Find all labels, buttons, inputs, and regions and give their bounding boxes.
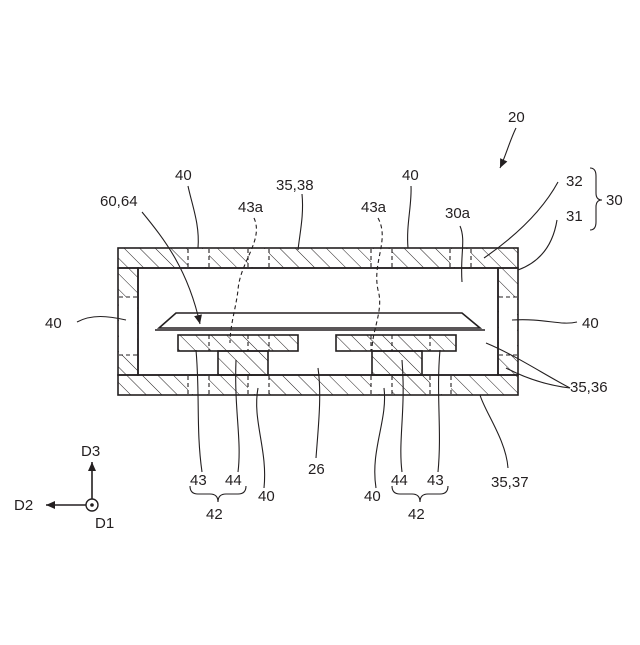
label-ref-26: 26: [308, 461, 325, 478]
label-ref-40-bottom-left: 40: [258, 488, 275, 505]
label-ref-43a-right: 43a: [361, 199, 387, 216]
label-ref-40-right: 40: [582, 315, 599, 332]
opening-bottom-right: [430, 376, 451, 394]
label-ref-40-bottom-right: 40: [364, 488, 381, 505]
label-axis-d1: D1: [95, 515, 114, 532]
label-ref-43-left: 43: [190, 472, 207, 489]
coordinate-axes: [46, 462, 98, 511]
right-pad: [336, 335, 456, 351]
label-ref-40-top-left: 40: [175, 167, 192, 184]
label-ref-40-top-right: 40: [402, 167, 419, 184]
label-ref-43a-left: 43a: [238, 199, 264, 216]
label-ref-40-left: 40: [45, 315, 62, 332]
label-ref-35-38: 35,38: [276, 177, 314, 194]
opening-top-mid-right: [371, 249, 392, 267]
label-ref-31: 31: [566, 208, 583, 225]
label-ref-30a: 30a: [445, 205, 471, 222]
label-ref-42-left: 42: [206, 506, 223, 523]
internal-components: [155, 313, 485, 375]
label-ref-43-right: 43: [427, 472, 444, 489]
right-post: [372, 351, 422, 375]
label-ref-44-left: 44: [225, 472, 242, 489]
left-post: [218, 351, 268, 375]
label-ref-20: 20: [508, 109, 525, 126]
openings: [119, 249, 517, 394]
label-ref-44-right: 44: [391, 472, 408, 489]
left-pad: [178, 335, 298, 351]
label-ref-42-right: 42: [408, 506, 425, 523]
opening-right: [499, 297, 517, 355]
label-ref-35-36: 35,36: [570, 379, 608, 396]
label-ref-35-37: 35,37: [491, 474, 529, 491]
opening-bottom-left: [188, 376, 209, 394]
bottom-wall: [118, 375, 518, 395]
opening-bottom-mid-right: [371, 376, 392, 394]
housing-interior: [138, 268, 498, 375]
plate: [159, 313, 480, 328]
leader-lines: [77, 128, 602, 502]
opening-top-left: [188, 249, 209, 267]
opening-bottom-mid-left: [248, 376, 269, 394]
opening-top-mid-left: [248, 249, 269, 267]
label-axis-d2: D2: [14, 497, 33, 514]
opening-left: [119, 297, 137, 355]
label-axis-d3: D3: [81, 443, 100, 460]
label-ref-30: 30: [606, 192, 623, 209]
housing: [118, 248, 518, 395]
opening-top-right: [450, 249, 471, 267]
label-ref-32: 32: [566, 173, 583, 190]
label-ref-60-64: 60,64: [100, 193, 138, 210]
